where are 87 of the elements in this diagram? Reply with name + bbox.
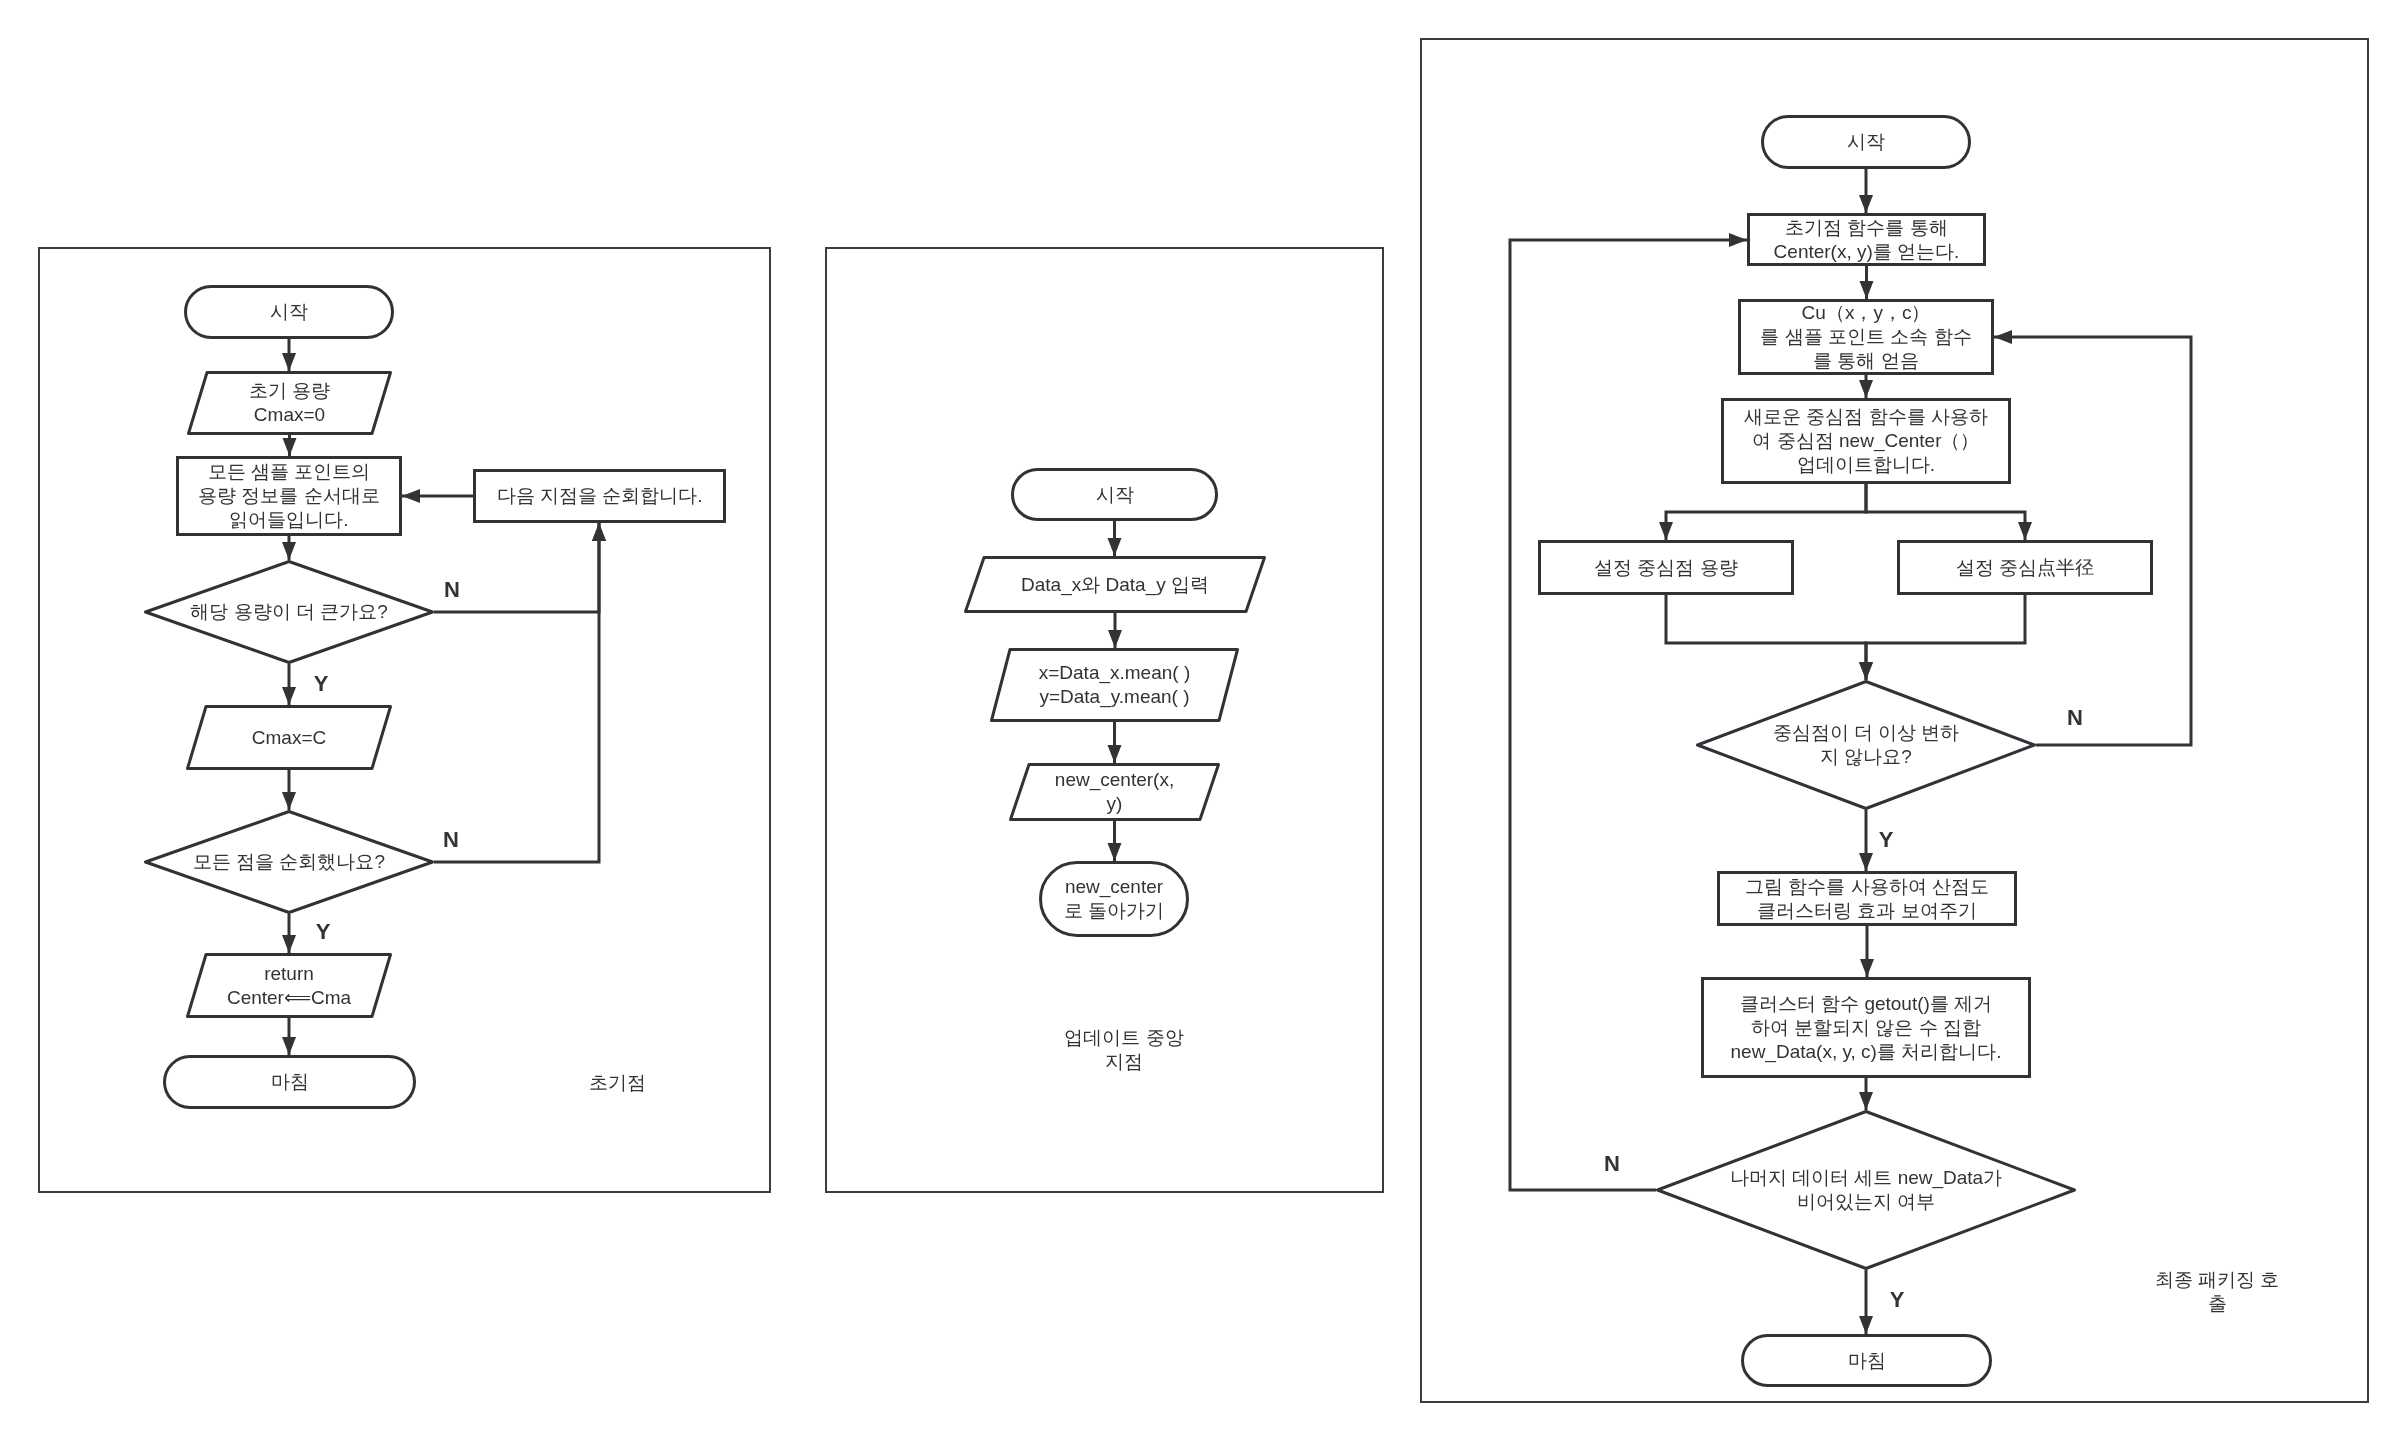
step-text: Cmax=C (251, 725, 327, 750)
arrow (1508, 233, 1747, 1192)
arrow (1859, 810, 1873, 871)
terminal-shape (163, 1055, 416, 1109)
step-text: 설정 중심点半径 (1955, 555, 2095, 580)
step-text: Data_x와 Data_y 입력 (1021, 572, 1209, 597)
edge-label: N (2067, 705, 2083, 731)
arrow (1107, 821, 1122, 861)
arrow (1108, 613, 1122, 648)
edge-label: N (443, 827, 459, 853)
step-text: 다음 지점을 순회합니다. (496, 484, 703, 508)
process-box (473, 469, 726, 523)
step-text: 마침 (270, 1070, 309, 1094)
edge-label: Y (313, 671, 329, 697)
process-box (176, 456, 402, 536)
arrow (282, 1018, 296, 1055)
edge-label: N (444, 577, 460, 603)
panel (1420, 38, 2369, 1403)
arrow (282, 914, 296, 953)
step-text: 그림 함수를 사용하여 산점도 클러스터링 효과 보여주기 (1745, 874, 1989, 923)
step-text: 해당 용량이 더 큰가요? (190, 600, 388, 624)
decision-diamond (1696, 680, 2036, 810)
step-text: new_center(x, y) (1054, 768, 1175, 816)
step-text: return Center⟸Cma (226, 961, 352, 1010)
step-text: new_center 로 돌아가기 (1063, 875, 1165, 923)
edge-label: Y (315, 919, 331, 945)
arrow (1859, 595, 2027, 680)
arrow (282, 536, 296, 560)
step-text: 중심점이 더 이상 변하 지 않나요? (1772, 721, 1960, 769)
arrow (1107, 722, 1122, 763)
arrow (1859, 375, 1873, 398)
arrow (282, 435, 297, 456)
io-parallelogram (186, 953, 392, 1018)
arrow (402, 489, 473, 503)
panel-caption: 최종 패키징 호 출 (2154, 1268, 2280, 1316)
process-box (1721, 398, 2011, 484)
step-text: 모든 점을 순회했나요? (192, 850, 386, 874)
step-text: 시작 (270, 300, 308, 324)
step-text: x=Data_x.mean( ) y=Data_y.mean( ) (1038, 661, 1191, 709)
process-box (1701, 977, 2031, 1078)
terminal-shape (1011, 468, 1218, 521)
arrow (1859, 1078, 1873, 1110)
io-parallelogram (964, 556, 1266, 613)
process-box (1738, 299, 1994, 375)
step-text: 모든 샘플 포인트의 용량 정보를 순서대로 읽어들입니다. (198, 460, 380, 532)
process-box (1747, 213, 1986, 266)
terminal-shape (184, 285, 394, 339)
step-text: 시작 (1095, 482, 1134, 507)
io-parallelogram (186, 705, 392, 770)
step-text: Cu（x，y，c） 를 샘플 포인트 소속 함수 를 통해 얻음 (1760, 301, 1972, 373)
panel (38, 247, 771, 1193)
arrow (282, 770, 296, 810)
arrow (282, 339, 296, 371)
io-parallelogram (1009, 763, 1220, 821)
io-parallelogram (187, 371, 392, 435)
arrow (282, 664, 296, 705)
step-text: 시작 (1847, 130, 1885, 154)
process-box (1717, 871, 2017, 926)
decision-diamond (144, 810, 434, 914)
arrow (1859, 266, 1874, 299)
arrow (1859, 1270, 1873, 1334)
process-box (1897, 540, 2153, 595)
panel-caption: 업데이트 중앙 지점 (1064, 1026, 1184, 1074)
panel (825, 247, 1384, 1193)
step-text: 마침 (1847, 1348, 1886, 1373)
terminal-shape (1741, 1334, 1992, 1387)
step-text: 나머지 데이터 세트 new_Data가 비어있는지 여부 (1729, 1166, 2003, 1214)
edge-label: Y (1889, 1287, 1905, 1313)
process-box (1538, 540, 1794, 595)
arrow (1859, 169, 1873, 213)
step-text: 초기점 함수를 통해 Center(x, y)를 얻는다. (1773, 215, 1960, 264)
panel-caption: 초기점 (588, 1071, 646, 1095)
step-text: 클러스터 함수 getout()를 제거 하여 분할되지 않은 수 집합 new_Data(x, y, c)를 처리합니다. (1730, 991, 2002, 1064)
decision-diamond (1656, 1110, 2076, 1270)
terminal-shape (1761, 115, 1971, 169)
arrow (1864, 484, 2032, 540)
step-text: 초기 용량 Cmax=0 (248, 379, 331, 427)
edge-label: Y (1878, 827, 1894, 853)
io-parallelogram (990, 648, 1239, 722)
arrow (1107, 521, 1122, 556)
step-text: 설정 중심점 용량 (1594, 555, 1738, 580)
arrow (1860, 926, 1874, 977)
arrow (1994, 330, 2193, 747)
arrow (434, 523, 606, 864)
edge-label: N (1604, 1151, 1620, 1177)
decision-diamond (144, 560, 434, 664)
step-text: 새로운 중심점 함수를 사용하 여 중심점 new_Center（） 업데이트합니다. (1744, 405, 1988, 477)
